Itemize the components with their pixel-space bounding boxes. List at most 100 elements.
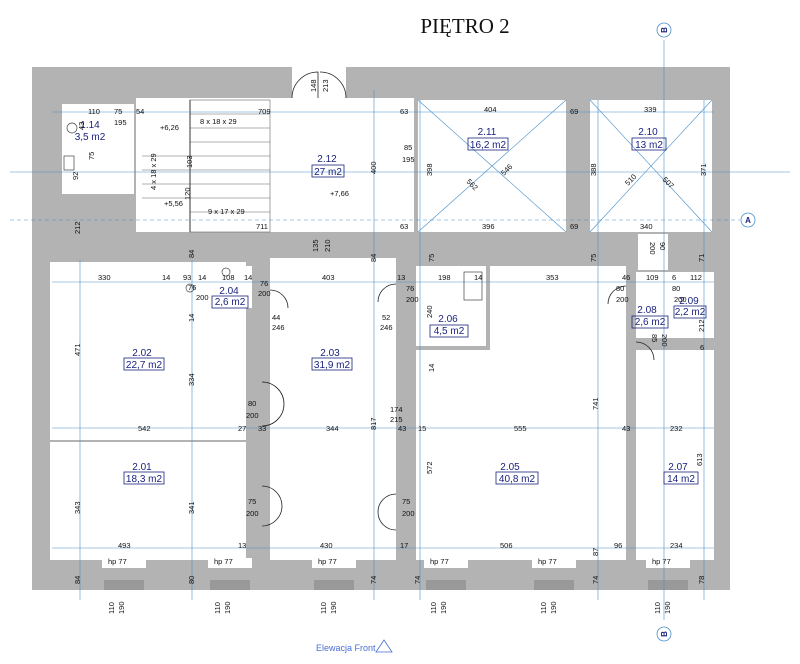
window-width-labels: 110 190 110 190 110 190 110 190 110 190 …	[107, 601, 672, 614]
svg-text:110: 110	[319, 602, 328, 614]
svg-text:75: 75	[248, 497, 256, 506]
room-label-2-04: 2.04 2,6 m2	[211, 286, 249, 309]
svg-text:110: 110	[429, 602, 438, 614]
svg-text:200: 200	[196, 293, 209, 302]
svg-text:240: 240	[425, 305, 434, 318]
svg-text:52: 52	[382, 313, 390, 322]
svg-text:388: 388	[589, 163, 598, 176]
axis-b-top: B	[656, 22, 672, 38]
room-label-2-12: 2.12 27 m2	[311, 154, 345, 178]
svg-text:1.14: 1.14	[80, 120, 100, 131]
svg-text:9 x 17 x 29: 9 x 17 x 29	[208, 207, 245, 216]
svg-text:85: 85	[650, 334, 659, 342]
svg-text:A: A	[745, 216, 751, 225]
svg-text:2.02: 2.02	[132, 348, 152, 359]
svg-text:46: 46	[622, 273, 630, 282]
svg-text:110: 110	[213, 602, 222, 614]
svg-text:340: 340	[640, 222, 653, 231]
svg-text:613: 613	[695, 453, 704, 466]
svg-text:493: 493	[118, 541, 131, 550]
window-2	[208, 558, 252, 568]
svg-text:200: 200	[406, 295, 419, 304]
svg-text:2,6 m2: 2,6 m2	[215, 297, 246, 308]
svg-text:84: 84	[369, 254, 378, 262]
svg-text:112: 112	[690, 273, 702, 282]
svg-text:213: 213	[321, 79, 330, 92]
svg-text:27: 27	[238, 424, 246, 433]
svg-text:69: 69	[570, 222, 578, 231]
axis-b-bottom: B	[656, 626, 672, 642]
svg-text:3,5 m2: 3,5 m2	[75, 132, 106, 143]
svg-text:27 m2: 27 m2	[314, 167, 342, 178]
svg-text:hp 77: hp 77	[318, 557, 337, 566]
window-6	[646, 558, 690, 568]
svg-text:198: 198	[438, 273, 451, 282]
svg-text:110: 110	[539, 602, 548, 614]
svg-text:54: 54	[136, 107, 144, 116]
svg-text:572: 572	[425, 461, 434, 474]
room-label-2-02: 2.02 22,7 m2	[123, 348, 165, 371]
svg-text:200: 200	[648, 242, 657, 255]
svg-text:33: 33	[258, 424, 266, 433]
room-label-2-10: 2.10 13 m2	[631, 127, 667, 151]
svg-text:2.04: 2.04	[219, 286, 239, 297]
dimension-labels: 110 75 54 195 709 63 404 69 339 148 213 …	[71, 79, 708, 556]
svg-text:110: 110	[653, 602, 662, 614]
svg-text:195: 195	[402, 155, 415, 164]
svg-text:15: 15	[418, 424, 426, 433]
svg-text:341: 341	[187, 501, 196, 514]
room-label-2-03: 2.03 31,9 m2	[311, 348, 353, 371]
svg-text:75: 75	[402, 497, 410, 506]
room-label-2-05: 2.05 40,8 m2	[495, 462, 539, 485]
svg-text:339: 339	[644, 105, 657, 114]
room-2-01	[50, 442, 246, 560]
axis-a-right: A	[740, 212, 756, 228]
svg-text:555: 555	[514, 424, 527, 433]
svg-text:13: 13	[238, 541, 246, 550]
svg-text:4,5 m2: 4,5 m2	[434, 326, 465, 337]
svg-text:14: 14	[427, 364, 436, 372]
svg-text:148: 148	[309, 79, 318, 92]
room-pocket	[638, 234, 668, 270]
svg-text:75: 75	[427, 254, 436, 262]
svg-text:353: 353	[546, 273, 559, 282]
svg-text:200: 200	[402, 509, 415, 518]
axis-grid	[10, 40, 790, 620]
svg-text:246: 246	[380, 323, 393, 332]
svg-text:741: 741	[591, 397, 600, 410]
svg-text:76: 76	[406, 284, 414, 293]
svg-text:hp 77: hp 77	[214, 557, 233, 566]
svg-text:92: 92	[71, 172, 80, 180]
staircase	[142, 99, 271, 233]
svg-text:110: 110	[107, 602, 116, 614]
svg-text:103: 103	[185, 155, 194, 168]
room-2-05-upper	[490, 266, 626, 352]
svg-text:+5,56: +5,56	[164, 199, 183, 208]
svg-text:63: 63	[400, 222, 408, 231]
level-markers: +6,26 +5,56 +7,66 8 x 18 x 29 4 x 18 x 2…	[149, 117, 349, 216]
svg-text:Elewacja Front: Elewacja Front	[316, 643, 376, 653]
svg-text:344: 344	[326, 424, 339, 433]
svg-text:hp 77: hp 77	[538, 557, 557, 566]
room-label-2-08: 2.08 2,6 m2	[631, 305, 669, 329]
svg-text:232: 232	[670, 424, 683, 433]
svg-text:2,2 m2: 2,2 m2	[675, 307, 706, 318]
svg-text:343: 343	[73, 501, 82, 514]
svg-text:817: 817	[369, 417, 378, 430]
room-2-05	[416, 350, 626, 568]
window-1	[102, 558, 146, 568]
svg-text:8 x 18 x 29: 8 x 18 x 29	[200, 117, 237, 126]
svg-text:709: 709	[258, 107, 271, 116]
room-2-06	[416, 266, 486, 346]
svg-text:18,3 m2: 18,3 m2	[126, 474, 163, 485]
svg-text:14: 14	[162, 273, 170, 282]
svg-text:44: 44	[272, 313, 280, 322]
top-opening	[292, 67, 346, 98]
svg-text:80: 80	[248, 399, 256, 408]
svg-text:234: 234	[670, 541, 683, 550]
svg-text:90: 90	[658, 242, 667, 250]
svg-text:190: 190	[439, 601, 448, 614]
svg-text:40,8 m2: 40,8 m2	[499, 474, 536, 485]
svg-text:17: 17	[400, 541, 408, 550]
svg-text:93: 93	[183, 273, 191, 282]
